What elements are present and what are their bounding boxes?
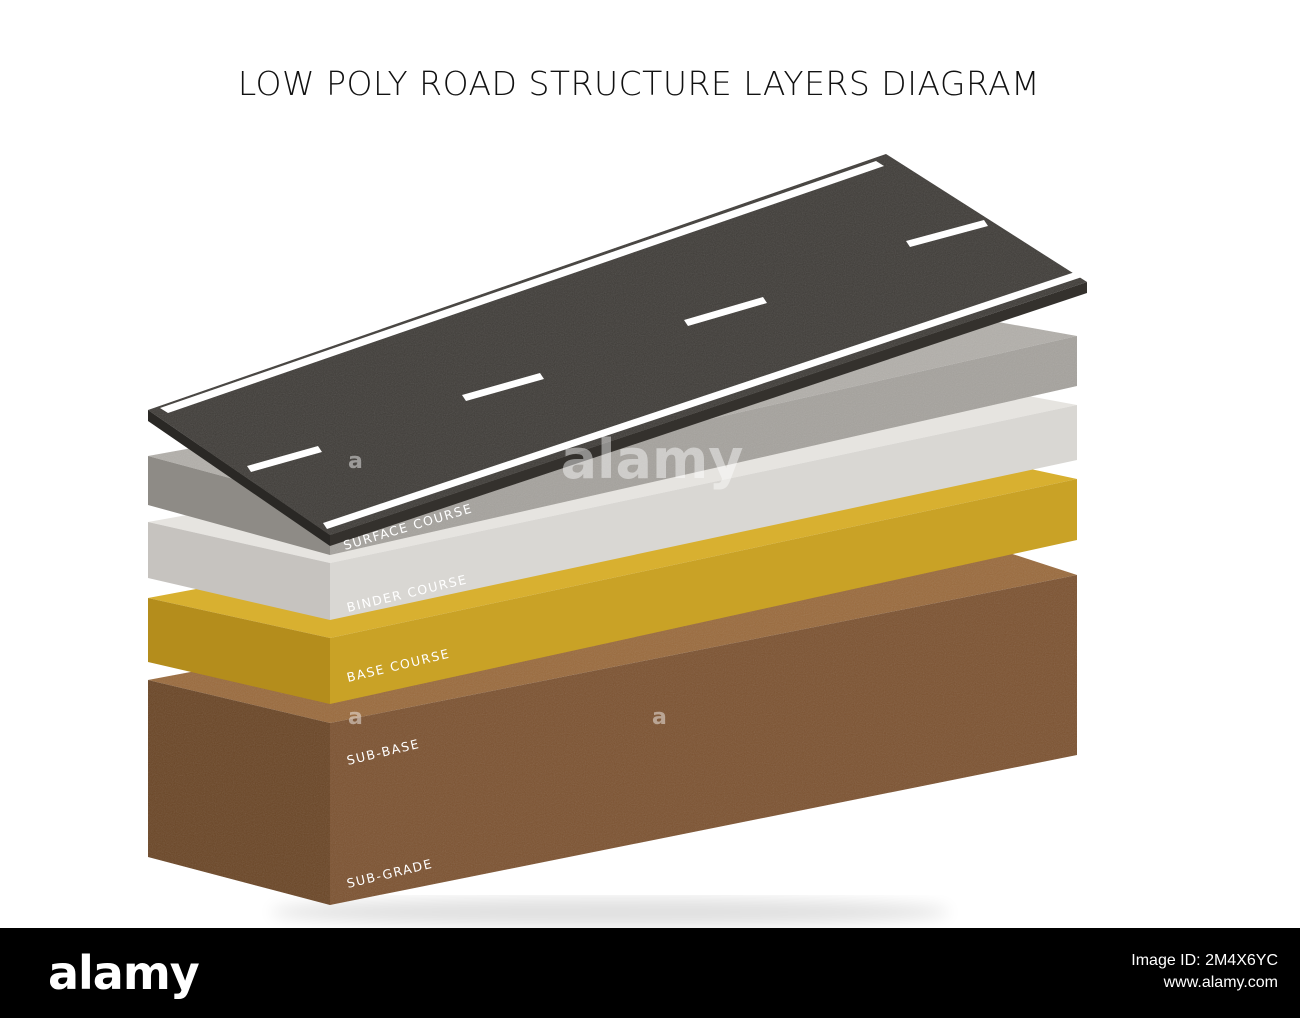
- stock-footer-bar: alamy Image ID: 2M4X6YC www.alamy.com: [0, 928, 1300, 1018]
- base-course-left-face: [148, 522, 330, 620]
- base-course-front-face: [330, 405, 1077, 620]
- asphalt-left-edge: [148, 410, 330, 546]
- asphalt-front-edge: [330, 282, 1087, 546]
- road-edge-line-front: [323, 270, 1085, 529]
- lane-dash: [247, 446, 322, 472]
- sub-base-front-face: [330, 479, 1077, 704]
- footer-url: www.alamy.com: [1163, 974, 1278, 991]
- ground-shadow: [270, 898, 950, 926]
- sub-base-left-face: [148, 598, 330, 704]
- lane-dash: [462, 373, 544, 401]
- image-id: Image ID: 2M4X6YC: [1131, 952, 1278, 969]
- lane-dash: [684, 297, 767, 326]
- watermark-mark: a: [348, 705, 363, 730]
- diagram-canvas: LOW POLY ROAD STRUCTURE LAYERS DIAGRAM: [148, 64, 1087, 926]
- watermark-mark: a: [652, 705, 667, 730]
- layer-surface-course: [148, 154, 1087, 546]
- alamy-logo: alamy: [48, 946, 200, 1000]
- footer-info: Image ID: 2M4X6YC www.alamy.com: [1131, 950, 1278, 994]
- diagram-title: LOW POLY ROAD STRUCTURE LAYERS DIAGRAM: [237, 64, 1041, 103]
- lane-dash: [906, 220, 988, 247]
- road-edge-line-back: [160, 161, 884, 413]
- binder-course-left-face: [148, 456, 330, 555]
- watermark-text: alamy: [561, 428, 744, 491]
- watermark-mark: a: [348, 449, 363, 474]
- road-layers-illustration: alamy a a a SURFACE COURSE BINDER COURSE…: [148, 154, 1087, 926]
